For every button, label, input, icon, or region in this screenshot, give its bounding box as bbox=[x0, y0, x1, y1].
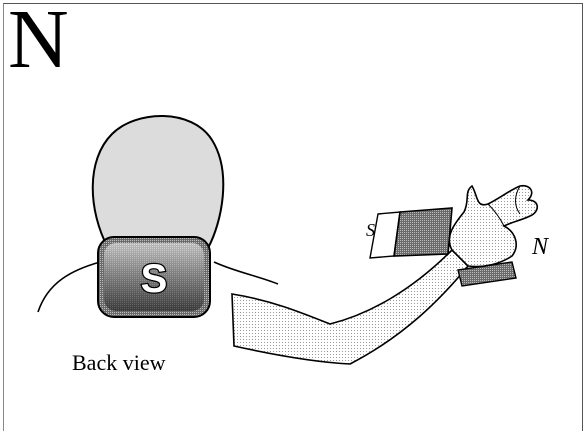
arm-shape bbox=[232, 250, 468, 364]
neck-magnet-label: S bbox=[141, 257, 168, 301]
figure-caption: Back view bbox=[72, 350, 165, 376]
hand-magnet-left-label: S bbox=[366, 220, 375, 240]
hand-shape bbox=[449, 186, 537, 267]
hand-magnet-right-label: N bbox=[531, 234, 550, 260]
head-shape bbox=[93, 116, 224, 248]
hand-magnet-body bbox=[394, 208, 452, 256]
